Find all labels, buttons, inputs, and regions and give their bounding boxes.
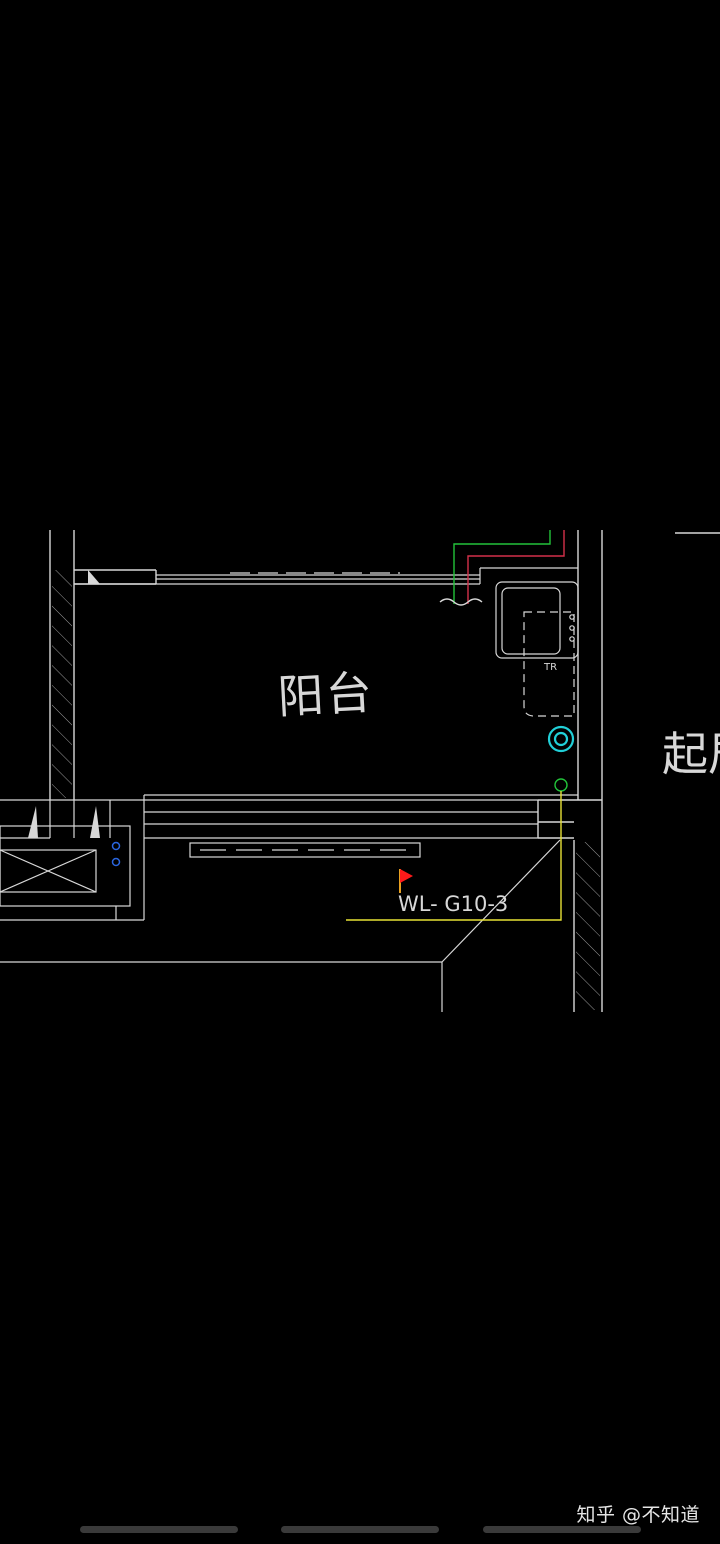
right-wall [537,530,720,1012]
room-label: 阳台 [276,665,375,724]
side-room-label: 起居 [662,727,720,781]
annotation-leader [346,791,562,921]
washing-machine [495,581,579,717]
flag-icon [399,869,413,893]
ac-unit [0,799,144,921]
balcony-railing [143,794,578,920]
lower-floor-outline [0,839,561,1012]
floor-drain-icon [547,725,575,753]
nav-handle[interactable] [483,1526,641,1533]
left-wall [49,530,157,800]
outlet-icon [111,857,121,867]
riser-pipe-icon [554,778,568,792]
nav-handle[interactable] [281,1526,439,1533]
faucet-icon [439,598,483,606]
pipe-tag: WL- G10-3 [398,892,508,916]
outlet-icon [111,841,121,851]
top-window-band [74,567,578,585]
watermark: 知乎 @不知道 [576,1504,700,1526]
supply-pipes [453,530,565,604]
nav-handle[interactable] [80,1526,238,1533]
appliance-tag: TR [543,662,557,673]
system-nav-bar [0,1526,720,1536]
